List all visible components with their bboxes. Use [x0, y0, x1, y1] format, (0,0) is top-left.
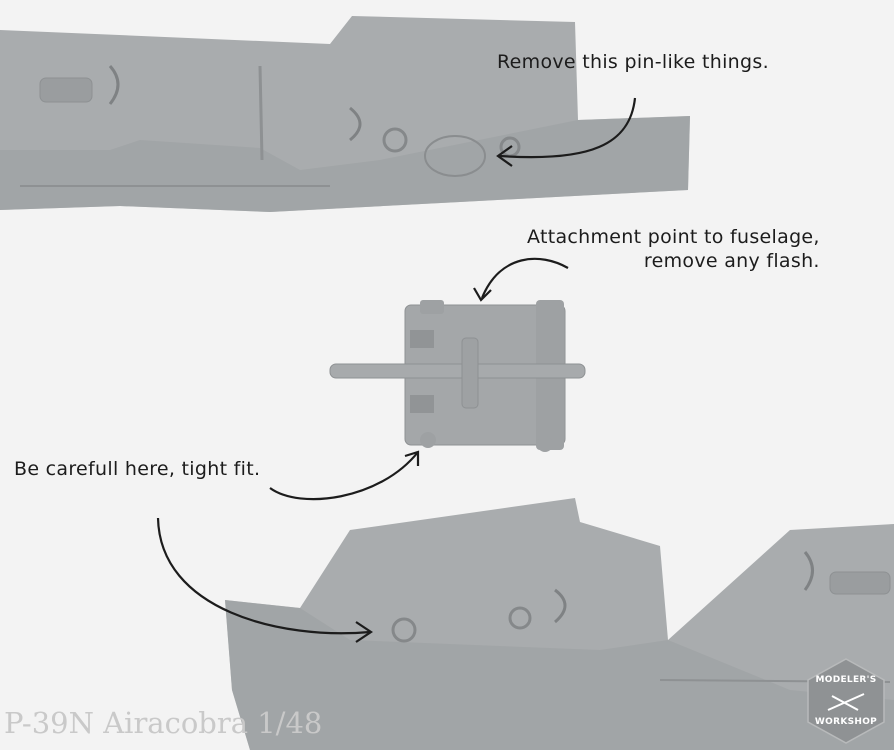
annotation-attachment-line2: remove any flash.	[643, 249, 820, 272]
fuselage-half-top	[0, 16, 690, 212]
logo-hexagon-icon	[807, 658, 885, 744]
annotation-remove-pins: Remove this pin-like things.	[497, 51, 769, 73]
arrow-attachment-point	[473, 257, 569, 302]
annotation-attachment-point: Attachment point to fuselage, remove any…	[527, 226, 820, 274]
logo-text-line1: MODELER'S	[815, 675, 877, 685]
annotation-careful-fit: Be carefull here, tight fit.	[14, 458, 261, 480]
arrow-careful-fit	[156, 450, 420, 643]
logo-text-line2: WORKSHOP	[814, 717, 878, 727]
cannon-part	[329, 300, 586, 452]
fuselage-half-bottom	[225, 498, 894, 750]
modelers-workshop-logo: MODELER'S WORKSHOP	[806, 658, 886, 744]
arrow-remove-pins	[496, 97, 637, 167]
photo-caption: P-39N Airacobra 1/48	[4, 706, 323, 740]
annotation-attachment-line1: Attachment point to fuselage,	[527, 226, 820, 248]
